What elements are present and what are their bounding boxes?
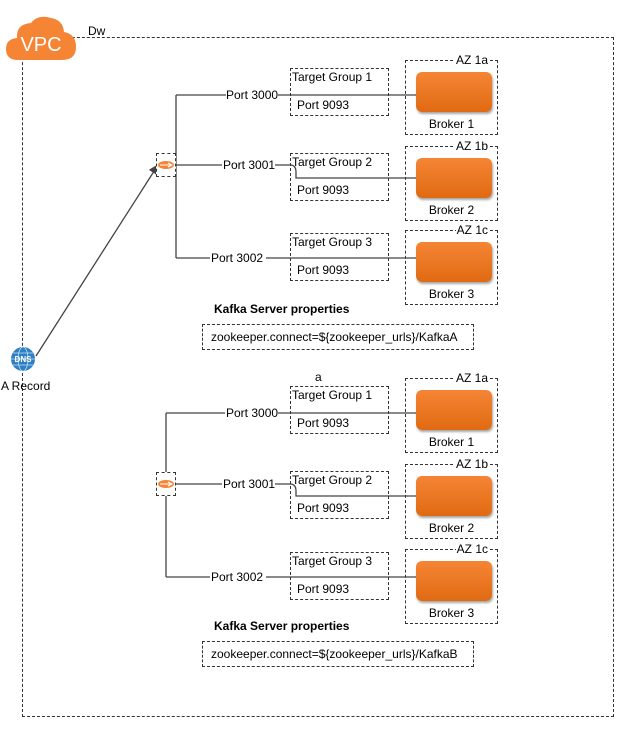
availability-zone: AZ 1b Broker 2 xyxy=(405,457,498,539)
broker-instance-icon[interactable] xyxy=(416,242,492,282)
kafka-properties-title: Kafka Server properties xyxy=(214,619,350,633)
az-label: AZ 1c xyxy=(455,223,489,237)
dns-to-lb-arrow xyxy=(35,163,159,357)
listener-port-label: Port 3001 xyxy=(223,477,276,491)
dns-record-label: A Record xyxy=(1,379,51,393)
availability-zone: AZ 1c Broker 3 xyxy=(405,223,498,305)
az-label: AZ 1b xyxy=(454,457,489,471)
broker-instance-icon[interactable] xyxy=(416,158,492,198)
target-group-port: Port 9093 xyxy=(297,501,350,515)
broker-label: Broker 3 xyxy=(428,287,475,301)
target-group-title: Target Group 3 xyxy=(292,554,373,568)
target-group-port: Port 9093 xyxy=(297,183,350,197)
target-group[interactable]: Target Group 1 Port 9093 xyxy=(290,386,389,434)
target-group-title: Target Group 2 xyxy=(292,473,373,487)
broker-label: Broker 1 xyxy=(428,435,475,449)
target-group[interactable]: Target Group 2 Port 9093 xyxy=(290,153,389,201)
target-group-title: Target Group 1 xyxy=(292,388,373,402)
listener-port-label: Port 3000 xyxy=(226,406,279,420)
broker-label: Broker 2 xyxy=(428,203,475,217)
target-group-port: Port 9093 xyxy=(297,416,350,430)
load-balancer-icon[interactable] xyxy=(156,472,176,496)
vpc-cloud-icon: VPC xyxy=(6,16,76,60)
target-group[interactable]: Target Group 3 Port 9093 xyxy=(290,233,389,281)
target-group-port: Port 9093 xyxy=(297,582,350,596)
vpc-logo-text: VPC xyxy=(20,34,61,56)
broker-instance-icon[interactable] xyxy=(416,561,492,601)
az-label: AZ 1c xyxy=(455,542,489,556)
target-group-title: Target Group 3 xyxy=(292,235,373,249)
vpc-boundary xyxy=(22,37,614,717)
dns-icon-text: DNS xyxy=(15,355,33,364)
kafka-properties-box[interactable]: zookeeper.connect=${zookeeper_urls}/Kafk… xyxy=(202,641,474,667)
broker-instance-icon[interactable] xyxy=(416,476,492,516)
load-balancer-icon[interactable] xyxy=(156,153,176,177)
az-label: AZ 1b xyxy=(454,139,489,153)
broker-label: Broker 3 xyxy=(428,606,475,620)
target-group-port: Port 9093 xyxy=(297,263,350,277)
az-label: AZ 1a xyxy=(454,53,489,67)
listener-port-label: Port 3002 xyxy=(211,570,264,584)
target-group-title: Target Group 1 xyxy=(292,70,373,84)
vpc-name: Dw xyxy=(88,24,106,38)
broker-instance-icon[interactable] xyxy=(416,390,492,430)
availability-zone: AZ 1c Broker 3 xyxy=(405,542,498,624)
availability-zone: AZ 1b Broker 2 xyxy=(405,139,498,221)
target-group[interactable]: Target Group 1 Port 9093 xyxy=(290,68,389,116)
stray-label: a xyxy=(315,370,322,384)
broker-instance-icon[interactable] xyxy=(416,72,492,112)
target-group[interactable]: Target Group 3 Port 9093 xyxy=(290,552,389,600)
dns-globe-icon[interactable]: DNS xyxy=(10,346,36,372)
az-label: AZ 1a xyxy=(454,371,489,385)
kafka-properties-title: Kafka Server properties xyxy=(214,302,350,316)
kafka-properties-box[interactable]: zookeeper.connect=${zookeeper_urls}/Kafk… xyxy=(202,324,474,350)
listener-port-label: Port 3002 xyxy=(211,251,264,265)
listener-port-label: Port 3001 xyxy=(223,158,276,172)
broker-label: Broker 2 xyxy=(428,521,475,535)
availability-zone: AZ 1a Broker 1 xyxy=(405,53,498,135)
availability-zone: AZ 1a Broker 1 xyxy=(405,371,498,453)
target-group[interactable]: Target Group 2 Port 9093 xyxy=(290,471,389,519)
target-group-title: Target Group 2 xyxy=(292,155,373,169)
listener-port-label: Port 3000 xyxy=(226,88,279,102)
broker-label: Broker 1 xyxy=(428,117,475,131)
target-group-port: Port 9093 xyxy=(297,98,350,112)
